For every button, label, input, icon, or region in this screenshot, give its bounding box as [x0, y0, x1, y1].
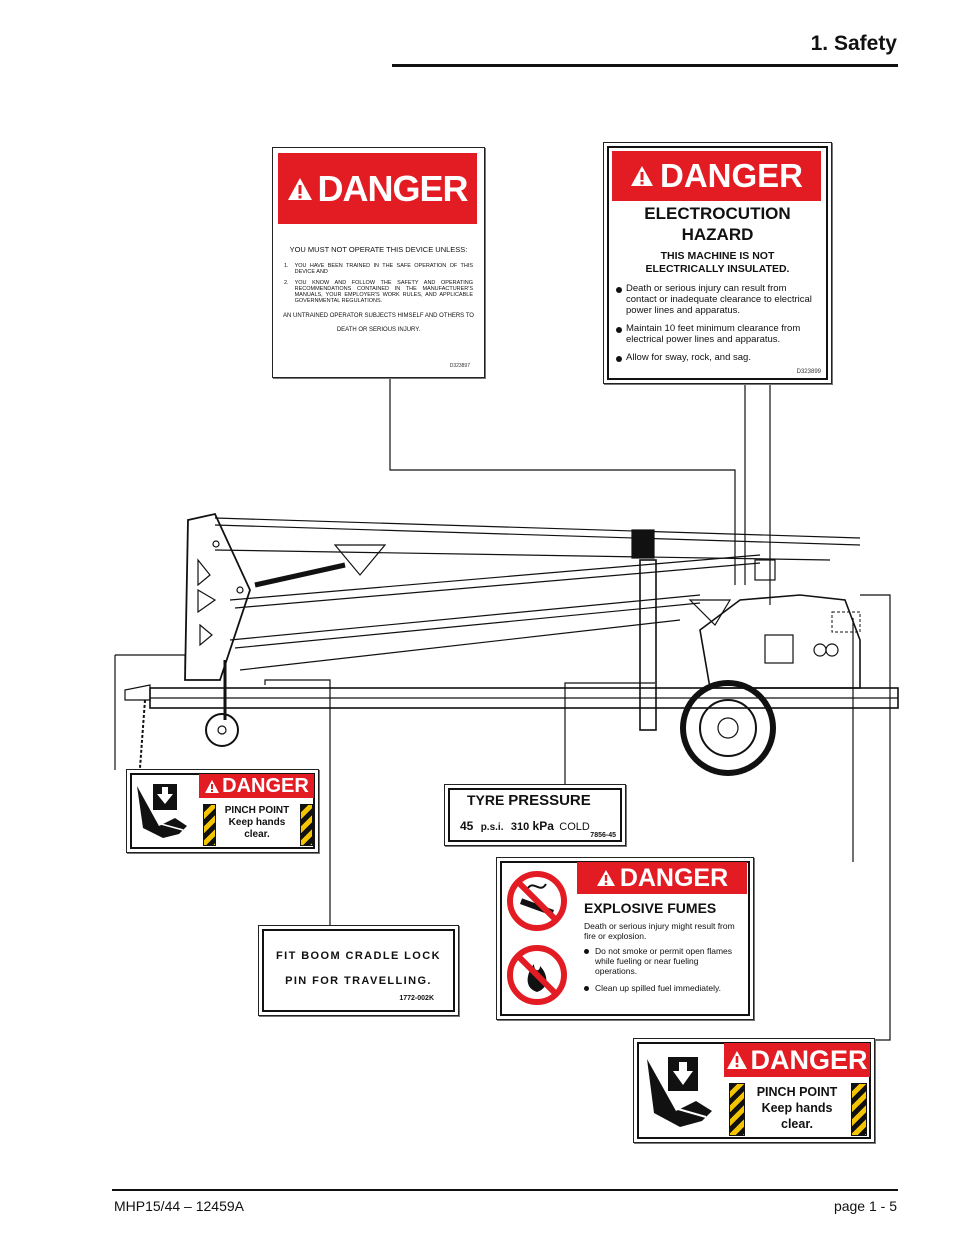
section-title: 1. Safety — [810, 32, 897, 55]
decal-code: D323897 — [449, 363, 470, 369]
no-smoking-icon — [507, 871, 567, 931]
pressure-word: PRESSURE — [508, 792, 591, 809]
header-rule — [392, 64, 898, 67]
pinch-point-text: PINCH POINT Keep hands clear. — [224, 805, 290, 840]
warning-triangle-icon — [630, 165, 654, 187]
decal-pinch-point-small: DANGER PINCH POINT Keep hands clear. — [126, 769, 319, 853]
pinch-hand-icon — [137, 784, 187, 838]
kpa-unit: kPa — [532, 819, 554, 833]
cradle-instruction: FIT BOOM CRADLE LOCK PIN FOR TRAVELLING. — [276, 950, 441, 987]
warning-triangle-icon — [726, 1050, 748, 1070]
warning-triangle-icon — [204, 779, 220, 794]
danger-heading: DANGER — [619, 863, 729, 892]
psi-unit: p.s.i. — [480, 822, 504, 833]
psi-value: 45 — [460, 819, 474, 833]
hazard-stripe-left — [203, 804, 216, 846]
no-open-flame-icon — [507, 945, 567, 1005]
electrocution-bullets: Death or serious injury can result from … — [616, 283, 816, 370]
hazard-stripe-right — [851, 1083, 867, 1136]
list-item: Death or serious injury can result from … — [616, 283, 816, 316]
electrocution-notice: THIS MACHINE IS NOT ELECTRICALLY INSULAT… — [645, 250, 790, 275]
warning-triangle-icon — [287, 177, 313, 201]
operation-warning: AN UNTRAINED OPERATOR SUBJECTS HIMSELF A… — [283, 313, 474, 333]
fumes-bullets: Do not smoke or permit open flames while… — [584, 946, 734, 993]
footer-rule — [112, 1189, 898, 1191]
fumes-intro: Death or serious injury might result fro… — [584, 921, 735, 941]
warning-triangle-icon — [596, 869, 616, 887]
list-item: Do not smoke or permit open flames while… — [584, 946, 734, 976]
decal-code: D323899 — [796, 369, 821, 375]
decal-pinch-point-large: DANGER PINCH POINT Keep hands clear. — [633, 1038, 875, 1143]
pinch-hand-icon — [647, 1057, 712, 1127]
list-item: 2.YOU KNOW AND FOLLOW THE SAFETY AND OPE… — [284, 280, 473, 304]
kpa-value: 310 — [510, 821, 530, 833]
list-item: Clean up spilled fuel immediately. — [584, 983, 734, 993]
danger-heading: DANGER — [659, 157, 803, 194]
pinch-point-text: PINCH POINT Keep hands clear. — [756, 1085, 838, 1131]
document-id: MHP15/44 – 12459A — [114, 1198, 244, 1214]
decal-electrocution-danger: DANGER ELECTROCUTION HAZARD THIS MACHINE… — [603, 142, 832, 384]
decal-operation-danger: DANGER YOU MUST NOT OPERATE THIS DEVICE … — [272, 147, 485, 378]
hazard-stripe-right — [300, 804, 313, 846]
danger-heading: DANGER — [317, 167, 468, 209]
decal-code: 7856-45 — [590, 832, 616, 839]
hazard-stripe-left — [729, 1083, 745, 1136]
electrocution-subheading: ELECTROCUTION HAZARD — [644, 204, 791, 244]
decal-code: 1772-002K — [399, 995, 434, 1002]
cold-label: COLD — [559, 821, 590, 833]
fumes-subheading: EXPLOSIVE FUMES — [584, 900, 717, 916]
decal-tyre-pressure: TYRE PRESSURE 45 p.s.i. 310 kPa COLD 785… — [444, 784, 626, 846]
operation-list: 1.YOU HAVE BEEN TRAINED IN THE SAFE OPER… — [281, 263, 476, 304]
decal-explosive-fumes: DANGER EXPLOSIVE FUMES Death or serious … — [496, 857, 754, 1020]
operation-intro: YOU MUST NOT OPERATE THIS DEVICE UNLESS: — [289, 245, 468, 254]
list-item: Allow for sway, rock, and sag. — [616, 352, 816, 363]
tyre-word: TYRE — [467, 792, 505, 808]
list-item: 1.YOU HAVE BEEN TRAINED IN THE SAFE OPER… — [284, 263, 473, 275]
decal-boom-cradle: FIT BOOM CRADLE LOCK PIN FOR TRAVELLING.… — [258, 925, 459, 1016]
danger-heading: DANGER — [222, 774, 309, 797]
danger-heading: DANGER — [750, 1044, 868, 1075]
page-number: page 1 - 5 — [833, 1198, 897, 1214]
list-item: Maintain 10 feet minimum clearance from … — [616, 323, 816, 345]
